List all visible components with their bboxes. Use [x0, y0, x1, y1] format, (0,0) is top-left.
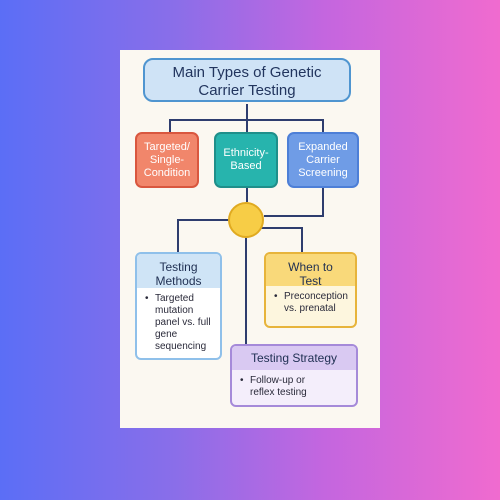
category-label-line: Single-: [149, 153, 185, 166]
category-label-line: Ethnicity-: [223, 147, 269, 159]
hub-circle: [228, 202, 264, 238]
category-expanded-carrier-screening: Expanded Carrier Screening: [287, 132, 359, 188]
testing-strategy-box: Testing Strategy • Follow-up or reflex t…: [230, 344, 358, 407]
when-to-test-heading: When to Test: [266, 254, 355, 288]
heading-line: Test: [299, 274, 322, 288]
bullet-item: • Preconception vs. prenatal: [274, 291, 349, 315]
heading-line: Methods: [155, 274, 202, 288]
category-targeted-single-condition: Targeted/ Single- Condition: [135, 132, 199, 188]
categories-to-hub-line: [246, 188, 324, 217]
heading-line: When to: [288, 260, 333, 274]
hub-to-methods-line: [177, 219, 230, 252]
title-line-1: Main Types of Genetic: [172, 64, 322, 81]
testing-strategy-heading: Testing Strategy: [232, 346, 356, 370]
testing-strategy-body: • Follow-up or reflex testing: [232, 370, 356, 405]
bullet-line: reflex testing: [250, 387, 307, 398]
bullet-line: mutation: [155, 305, 194, 316]
bullet-line: Follow-up or: [250, 375, 306, 386]
connector-lines: [169, 104, 324, 344]
testing-methods-box: Testing Methods • Targeted mutation pane…: [135, 252, 222, 360]
bullet-dot-icon: •: [145, 293, 149, 304]
category-label-line: Based: [230, 160, 262, 172]
bullet-item: • Follow-up or reflex testing: [240, 375, 350, 399]
testing-methods-heading: Testing Methods: [137, 254, 220, 288]
category-ethnicity-based: Ethnicity- Based: [214, 132, 278, 188]
testing-methods-body: • Targeted mutation panel vs. full gene …: [137, 288, 220, 358]
bullet-line: sequencing: [155, 341, 207, 352]
bullet-line: vs. prenatal: [284, 303, 336, 314]
bullet-dot-icon: •: [274, 291, 278, 302]
when-to-test-body: • Preconception vs. prenatal: [266, 286, 355, 321]
category-label-line: Screening: [298, 166, 348, 179]
title-line-2: Carrier Testing: [198, 82, 296, 99]
category-label-line: Targeted/: [144, 140, 190, 153]
heading-line: Testing: [159, 260, 198, 274]
bullet-line: Targeted: [155, 293, 194, 304]
category-label-line: Expanded: [298, 140, 348, 153]
bullet-line: Preconception: [284, 291, 348, 302]
bullet-item: • Targeted mutation panel vs. full gene …: [145, 293, 214, 353]
hub-to-when-line: [260, 227, 303, 252]
when-to-test-box: When to Test • Preconception vs. prenata…: [264, 252, 357, 328]
bullet-dot-icon: •: [240, 375, 244, 386]
bullet-line: gene: [155, 329, 178, 340]
diagram-title: Main Types of Genetic Carrier Testing: [143, 58, 351, 102]
bullet-line: panel vs. full: [155, 317, 211, 328]
title-to-categories-line: [169, 104, 324, 132]
diagram-card: Main Types of Genetic Carrier Testing Ta…: [120, 50, 380, 428]
category-label-line: Condition: [143, 166, 191, 179]
category-label-line: Carrier: [306, 153, 340, 166]
